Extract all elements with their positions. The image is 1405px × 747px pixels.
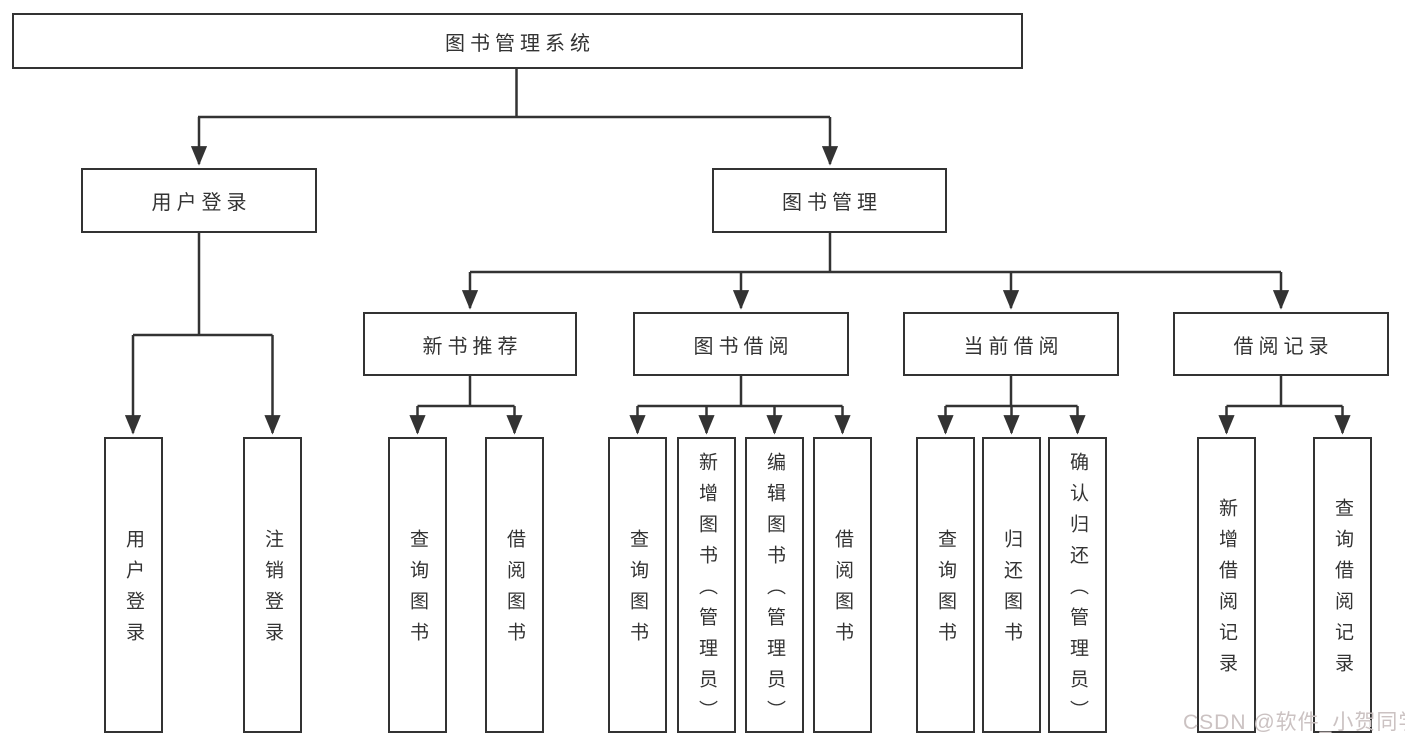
leaf-label: 查询借阅记录 [1332, 498, 1353, 684]
node-label: 当前借阅 [963, 335, 1064, 358]
leaf-label: 注销登录 [262, 529, 283, 653]
node-new-book-recommend: 新书推荐 [363, 312, 577, 376]
node-label: 借阅记录 [1233, 335, 1334, 358]
leaf-label: 归还图书 [1001, 529, 1022, 653]
node-label: 新书推荐 [422, 335, 523, 358]
leaf-label: 新增借阅记录 [1216, 498, 1237, 684]
node-current-borrow: 当前借阅 [903, 312, 1119, 376]
leaf-label: 确认归还（管理员） [1067, 451, 1088, 731]
node-library-management-system: 图书管理系统 [12, 13, 1023, 69]
leaf-label: 借阅图书 [504, 529, 525, 653]
leaf-logout: 注销登录 [243, 437, 302, 733]
leaf-label: 查询图书 [627, 529, 648, 653]
leaf-confirm-return-admin: 确认归还（管理员） [1048, 437, 1107, 733]
node-user-login: 用户登录 [81, 168, 317, 233]
leaf-add-borrow-record: 新增借阅记录 [1197, 437, 1256, 733]
leaf-return-books: 归还图书 [982, 437, 1041, 733]
leaf-user-login: 用户登录 [104, 437, 163, 733]
leaf-recommend-borrow-books: 借阅图书 [485, 437, 544, 733]
node-label: 图书借阅 [693, 335, 794, 358]
leaf-label: 编辑图书（管理员） [764, 451, 785, 731]
node-book-management: 图书管理 [712, 168, 947, 233]
leaf-borrow-query-books: 查询图书 [608, 437, 667, 733]
node-book-borrow: 图书借阅 [633, 312, 849, 376]
leaf-edit-books-admin: 编辑图书（管理员） [745, 437, 804, 733]
node-label: 用户登录 [151, 192, 252, 214]
leaf-label: 用户登录 [123, 529, 144, 653]
leaf-label: 新增图书（管理员） [696, 451, 717, 731]
leaf-query-borrow-record: 查询借阅记录 [1313, 437, 1372, 733]
node-label: 图书管理系统 [445, 32, 595, 55]
leaf-add-books-admin: 新增图书（管理员） [677, 437, 736, 733]
leaf-label: 查询图书 [935, 529, 956, 653]
node-label: 图书管理 [782, 192, 882, 214]
leaf-label: 查询图书 [407, 529, 428, 653]
csdn-watermark: CSDN @软件_小贺同学 [1183, 711, 1405, 734]
leaf-label: 借阅图书 [832, 529, 853, 653]
leaf-recommend-query-books: 查询图书 [388, 437, 447, 733]
leaf-current-query-books: 查询图书 [916, 437, 975, 733]
leaf-borrow-books: 借阅图书 [813, 437, 872, 733]
node-borrow-records: 借阅记录 [1173, 312, 1389, 376]
